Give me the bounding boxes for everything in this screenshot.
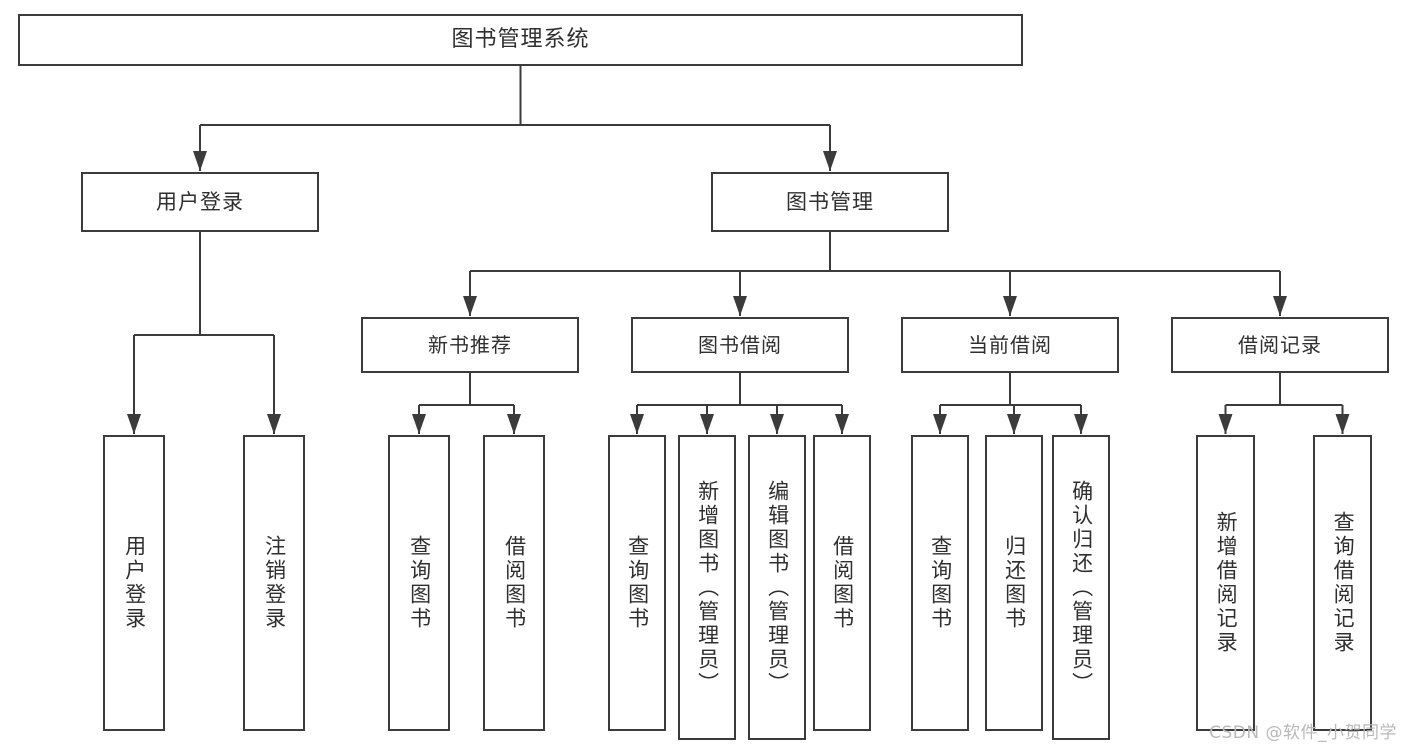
watermark-text: CSDN @软件_小贺同学 [1209, 723, 1397, 743]
node-newbook[interactable]: 新书推荐 [361, 317, 579, 373]
node-label: 借阅图书 [830, 535, 855, 631]
node-label: 查询借阅记录 [1331, 511, 1356, 655]
node-label: 新增图书（管理员） [695, 479, 720, 696]
arrowhead-icon [412, 414, 426, 434]
arrowhead-icon [1218, 414, 1233, 434]
node-records[interactable]: 借阅记录 [1171, 317, 1389, 373]
node-l-rquery[interactable]: 查询借阅记录 [1313, 435, 1372, 731]
node-l-logout[interactable]: 注销登录 [243, 435, 305, 731]
arrowhead-icon [463, 296, 477, 316]
node-label: 当前借阅 [968, 332, 1052, 357]
node-label: 用户登录 [156, 189, 244, 214]
arrowhead-icon [1074, 414, 1088, 434]
node-label: 查询图书 [928, 535, 953, 631]
node-label: 图书管理 [786, 189, 874, 214]
node-l-bborrow[interactable]: 借阅图书 [813, 435, 871, 731]
arrowhead-icon [1335, 414, 1350, 434]
arrowhead-icon [835, 414, 849, 434]
node-label: 新书推荐 [428, 332, 512, 357]
arrowhead-icon [770, 414, 784, 434]
node-login[interactable]: 用户登录 [81, 172, 319, 232]
node-bookmgmt[interactable]: 图书管理 [711, 172, 949, 232]
arrowhead-icon [507, 414, 521, 434]
node-label: 图书管理系统 [451, 27, 590, 53]
arrowhead-icon [267, 414, 281, 434]
node-l-userlogin[interactable]: 用户登录 [103, 435, 165, 731]
node-l-bq[interactable]: 查询图书 [608, 435, 666, 731]
arrowhead-icon [127, 414, 141, 434]
arrowhead-icon [1003, 296, 1017, 316]
node-label: 注销登录 [262, 535, 287, 631]
arrowhead-icon [193, 151, 207, 171]
node-label: 查询图书 [625, 535, 650, 631]
arrowhead-icon [1273, 296, 1287, 316]
node-label: 编辑图书（管理员） [765, 479, 790, 696]
node-l-creturn[interactable]: 归还图书 [985, 435, 1043, 731]
node-l-cconfirm[interactable]: 确认归还（管理员） [1052, 435, 1110, 740]
arrowhead-icon [733, 296, 747, 316]
arrowhead-icon [630, 414, 644, 434]
node-l-nb-borrow[interactable]: 借阅图书 [483, 435, 545, 731]
node-l-nb-query[interactable]: 查询图书 [388, 435, 450, 731]
node-root[interactable]: 图书管理系统 [18, 14, 1023, 66]
node-label: 借阅图书 [502, 535, 527, 631]
arrowhead-icon [1007, 414, 1021, 434]
node-label: 用户登录 [122, 535, 147, 631]
node-l-bedit[interactable]: 编辑图书（管理员） [748, 435, 806, 740]
node-label: 借阅记录 [1238, 332, 1322, 357]
node-label: 归还图书 [1002, 535, 1027, 631]
arrowhead-icon [700, 414, 714, 434]
node-l-cq[interactable]: 查询图书 [911, 435, 969, 731]
node-borrow[interactable]: 图书借阅 [631, 317, 849, 373]
node-label: 查询图书 [407, 535, 432, 631]
arrowhead-icon [823, 151, 837, 171]
node-label: 图书借阅 [698, 332, 782, 357]
node-l-radd[interactable]: 新增借阅记录 [1196, 435, 1255, 731]
node-current[interactable]: 当前借阅 [901, 317, 1119, 373]
node-label: 确认归还（管理员） [1069, 479, 1094, 696]
arrowhead-icon [933, 414, 947, 434]
node-l-badd[interactable]: 新增图书（管理员） [678, 435, 736, 740]
node-label: 新增借阅记录 [1214, 511, 1239, 655]
